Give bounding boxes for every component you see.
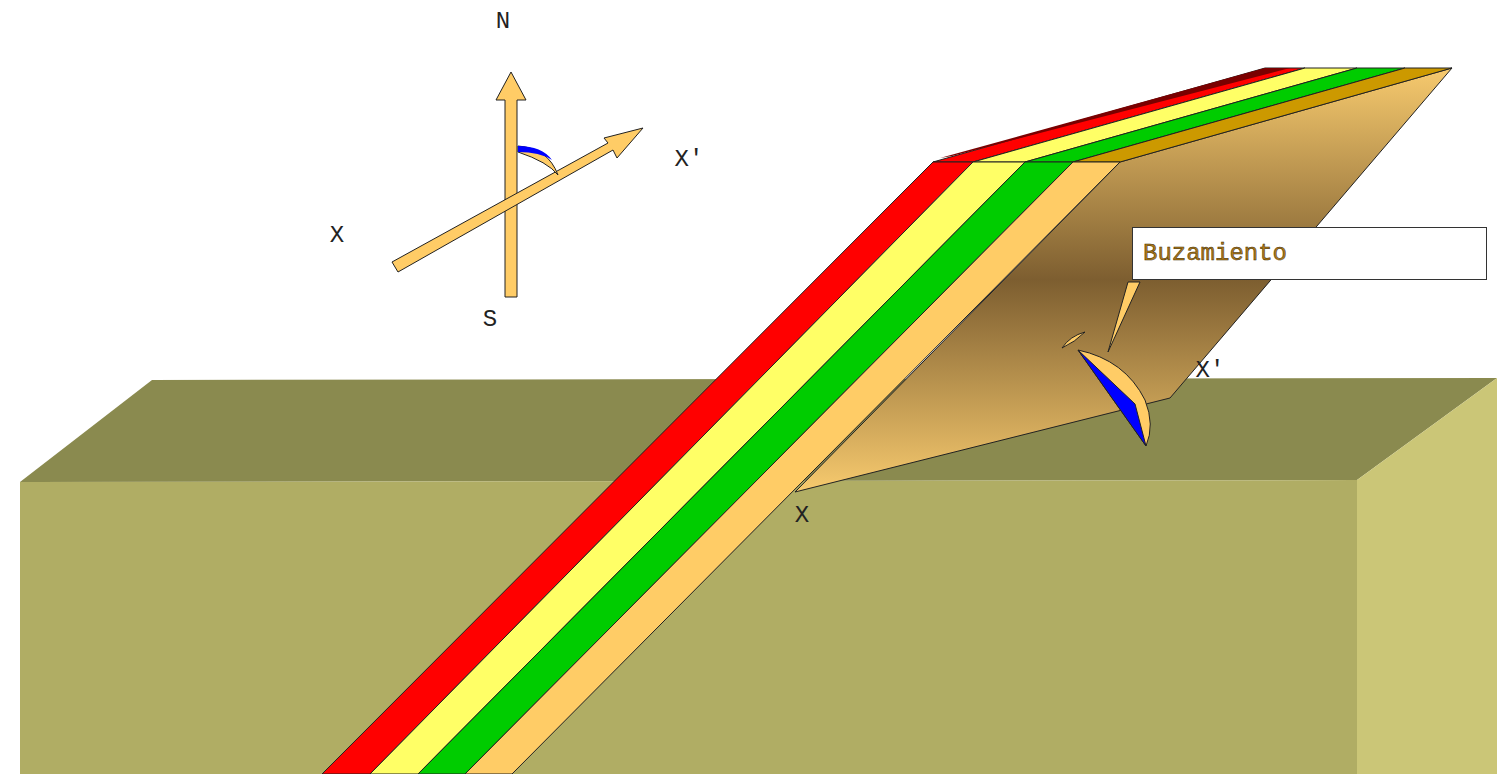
axis-label: N xyxy=(496,10,510,34)
azimuth-angle xyxy=(518,146,552,160)
callout-text: Buzamiento xyxy=(1143,240,1476,269)
north-arrow xyxy=(496,72,526,297)
axis-label: X' xyxy=(1196,359,1225,383)
dip-angle xyxy=(1078,350,1146,446)
axis-label: X xyxy=(795,504,809,528)
axis-label: S xyxy=(483,308,497,332)
azimuth-arc xyxy=(518,146,558,175)
callout-box: Buzamiento xyxy=(1132,227,1487,280)
dip-arc xyxy=(1078,350,1150,446)
layer-top xyxy=(1025,68,1405,162)
callout-leader xyxy=(1108,282,1140,352)
section-arrow xyxy=(392,128,643,272)
axis-label: X' xyxy=(675,148,704,172)
block-side xyxy=(1357,378,1497,774)
axis-label: X xyxy=(330,224,344,248)
layer-tan xyxy=(465,162,1120,774)
layer-yellow xyxy=(370,162,1025,774)
layer-top xyxy=(1073,68,1452,162)
dip-arc xyxy=(1062,332,1085,348)
